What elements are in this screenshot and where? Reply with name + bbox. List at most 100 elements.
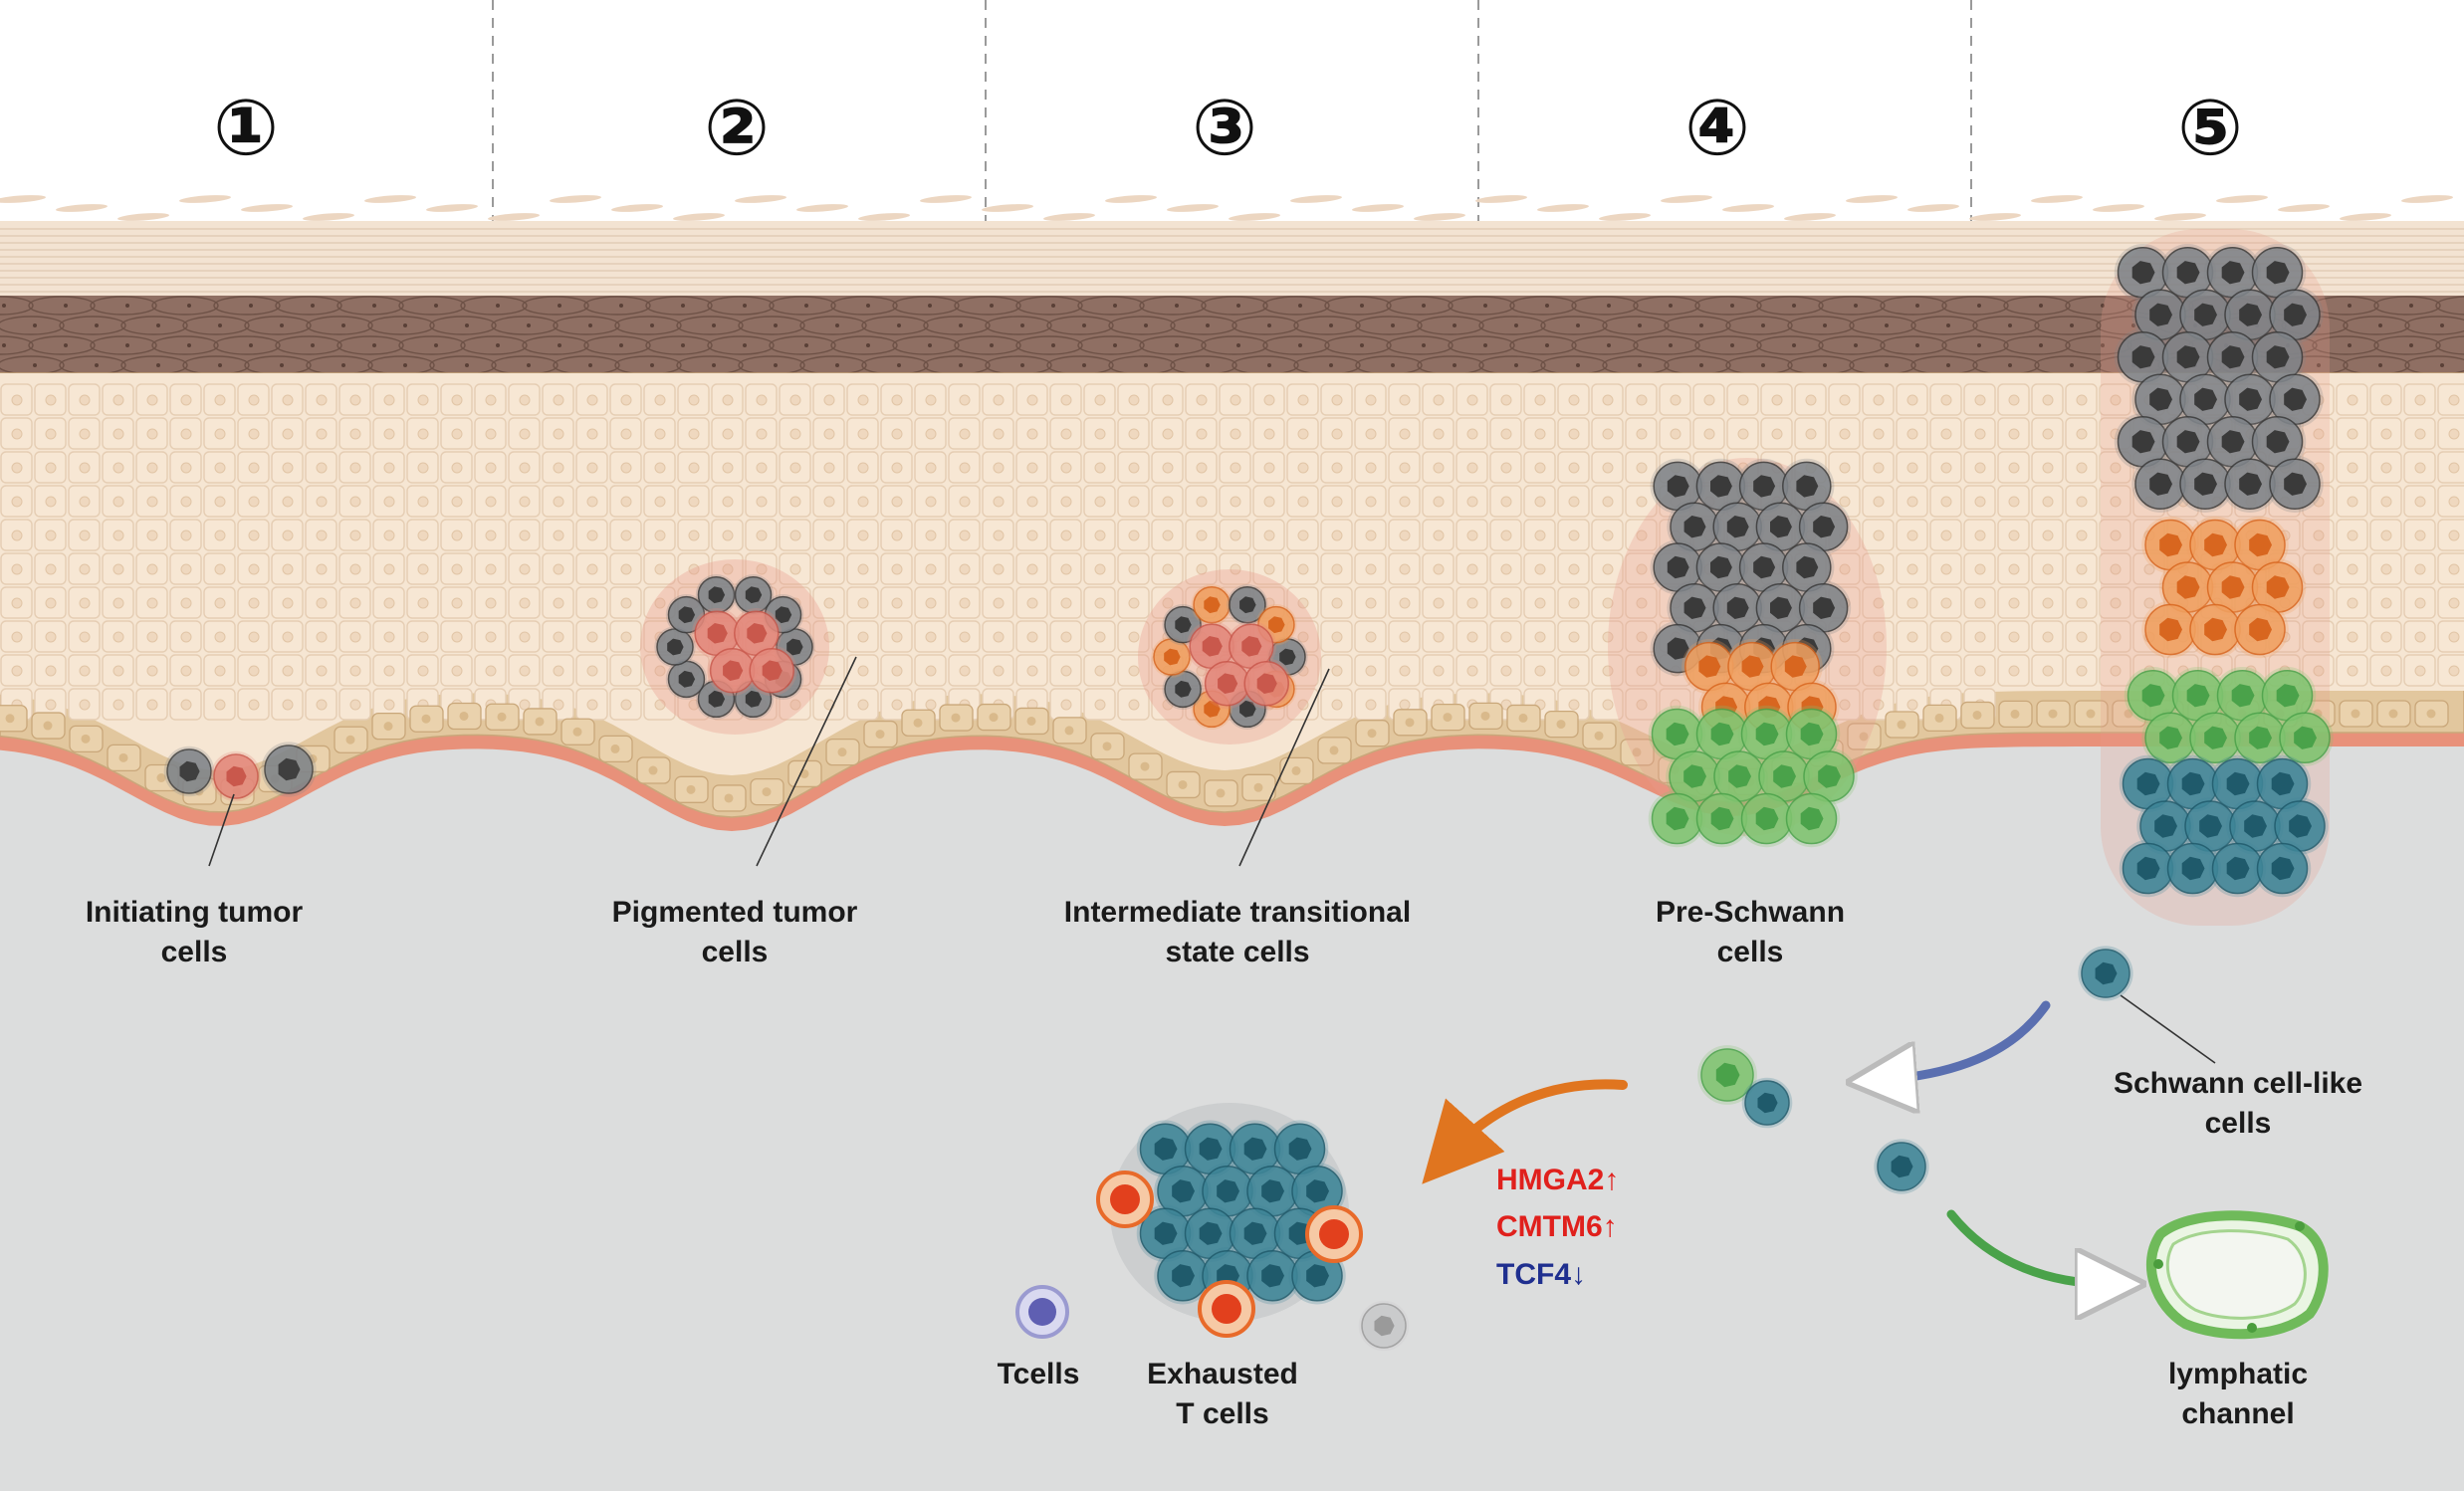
exhausted-cluster-tumor-cell: [1154, 1163, 1212, 1220]
label-initiating-2: cells: [161, 936, 228, 968]
exhausted-cluster-tumor-cell: [1288, 1247, 1346, 1305]
stage5-gray-cell: [2114, 413, 2172, 471]
schwann-like-cell: [2119, 839, 2177, 898]
gene-cmtm6: CMTM6↑: [1496, 1210, 1618, 1243]
stage5-gray-cell: [2221, 455, 2279, 513]
stage5-gray-cell: [2158, 413, 2217, 471]
exhausted-t-cell: [1198, 1280, 1255, 1338]
stage4-gray-cell: [1736, 539, 1792, 595]
gene-hmga2: HMGA2↑: [1496, 1164, 1619, 1196]
dermal-cells: [1015, 946, 2133, 1352]
stage4-gray-cell: [1796, 499, 1852, 554]
stage4-gray-cell: [1779, 539, 1835, 595]
stage5-pre-schwann-cell: [2186, 709, 2244, 766]
stage5-gray-cell: [2221, 286, 2279, 343]
pre-schwann-cell: [1692, 705, 1751, 763]
schwann-like-cell: [2226, 797, 2284, 855]
pre-schwann-cell: [1648, 789, 1706, 848]
transitional-core-cell: [1186, 621, 1237, 672]
label-lymphatic-1: lymphatic: [2168, 1358, 2308, 1390]
exhausted-cluster-tumor-cell: [1181, 1120, 1239, 1177]
label-pre-schwann-2: cells: [1717, 936, 1784, 968]
lymphatic-channel: [2146, 1210, 2329, 1340]
stage5-gray-cell: [2203, 413, 2262, 471]
transitional-nest-cell: [1151, 636, 1193, 678]
schwann-like-cell: [2163, 839, 2222, 898]
pre-schwann-cell: [1782, 705, 1841, 763]
pigmented-tumor-cell: [746, 645, 797, 696]
stage-numbers: ① ② ③ ④ ⑤: [213, 84, 2243, 173]
pre-schwann-cell: [1737, 705, 1796, 763]
dermal-schwann-like-cell: [1874, 1139, 1929, 1194]
schwann-like-cell: [2271, 797, 2329, 855]
stage5-pre-schwann-cell: [2258, 667, 2317, 725]
initiating-cell-pigmented: [210, 750, 262, 802]
schwann-like-cell: [2208, 754, 2267, 813]
label-exhausted-2: T cells: [1176, 1397, 1268, 1430]
pre-schwann-cell: [1648, 705, 1706, 763]
pigmented-nest-gray-cell: [695, 573, 738, 616]
pre-schwann-cell: [1692, 789, 1751, 848]
stage5-gray-cell: [2131, 286, 2189, 343]
stage5-gray-cell: [2176, 370, 2234, 428]
stage-number-2: ②: [704, 84, 770, 173]
dermis-background: [0, 697, 2464, 1491]
stage5-transitional-cell: [2141, 516, 2199, 574]
exhausted-cluster-tumor-cell: [1154, 1247, 1212, 1305]
schwann-like-cell: [2163, 754, 2222, 813]
pre-schwann-cell: [1782, 789, 1841, 848]
label-pigmented-1: Pigmented tumor: [612, 896, 858, 929]
label-intermediate-1: Intermediate transitional: [1064, 896, 1411, 929]
stage5-gray-cell: [2266, 286, 2324, 343]
migrating-schwann-like-cell: [2078, 946, 2133, 1001]
exhausted-cluster-tumor-cell: [1181, 1204, 1239, 1262]
schwann-like-cell: [2208, 839, 2267, 898]
stage5-gray-cell: [2176, 455, 2234, 513]
label-schwann-like-2: cells: [2205, 1107, 2272, 1140]
pre-schwann-cell: [1737, 789, 1796, 848]
stage-number-4: ④: [1684, 84, 1750, 173]
stage5-gray-cell: [2158, 244, 2217, 302]
stage-dividers: [492, 0, 1972, 221]
stage5-gray-cell: [2158, 328, 2217, 386]
stage4-gray-cell: [1779, 458, 1835, 514]
schwann-like-cell: [2136, 797, 2194, 855]
schwann-like-cell: [2181, 797, 2239, 855]
stage4-gray-cell: [1752, 580, 1808, 636]
stage4-gray-cell: [1650, 539, 1705, 595]
exhausted-cluster-tumor-cell: [1270, 1120, 1329, 1177]
pigmented-tumor-cell: [731, 608, 783, 659]
orange-arrow: [1422, 1079, 1628, 1184]
label-pre-schwann-1: Pre-Schwann: [1656, 896, 1845, 929]
transitional-core-cell: [1202, 658, 1252, 709]
transitional-core-cell: [1226, 621, 1277, 672]
transitional-nest-cell: [1162, 668, 1204, 711]
stage4-gray-cell: [1667, 580, 1722, 636]
tumor-nests: [163, 229, 2334, 926]
pigmented-nest-gray-cell: [732, 573, 775, 616]
exhausted-t-cell: [1305, 1205, 1363, 1263]
dermal-pre-schwann-cell: [1697, 1045, 1757, 1105]
label-initiating-1: Initiating tumor: [86, 896, 304, 929]
exhausted-cluster-tumor-cell: [1136, 1204, 1195, 1262]
pigmented-nest-gray-cell: [654, 626, 696, 668]
stage4-transitional-cell: [1724, 639, 1780, 695]
stage5-pre-schwann-cell: [2168, 667, 2227, 725]
pigmented-tumor-cell: [707, 645, 758, 696]
stage5-pre-schwann-cell: [2141, 709, 2199, 766]
stage5-transitional-cell: [2231, 600, 2289, 659]
pigmented-tumor-cell: [691, 608, 743, 659]
stage4-gray-cell: [1667, 499, 1722, 554]
dermal-schwann-like-cell: [1741, 1077, 1793, 1129]
stage5-gray-cell: [2266, 370, 2324, 428]
exhausted-cluster-tumor-cell: [1243, 1247, 1301, 1305]
stage5-transitional-cell: [2186, 600, 2244, 659]
exhausted-cluster-tumor-cell: [1199, 1163, 1256, 1220]
stage5-gray-cell: [2248, 328, 2307, 386]
stage5-gray-cell: [2248, 244, 2307, 302]
stage5-pre-schwann-cell: [2231, 709, 2289, 766]
transitional-nest-cell: [1227, 583, 1268, 626]
stage5-gray-cell: [2221, 370, 2279, 428]
blue-arrow: [1882, 1000, 2051, 1080]
stage-number-5: ⑤: [2177, 84, 2243, 173]
